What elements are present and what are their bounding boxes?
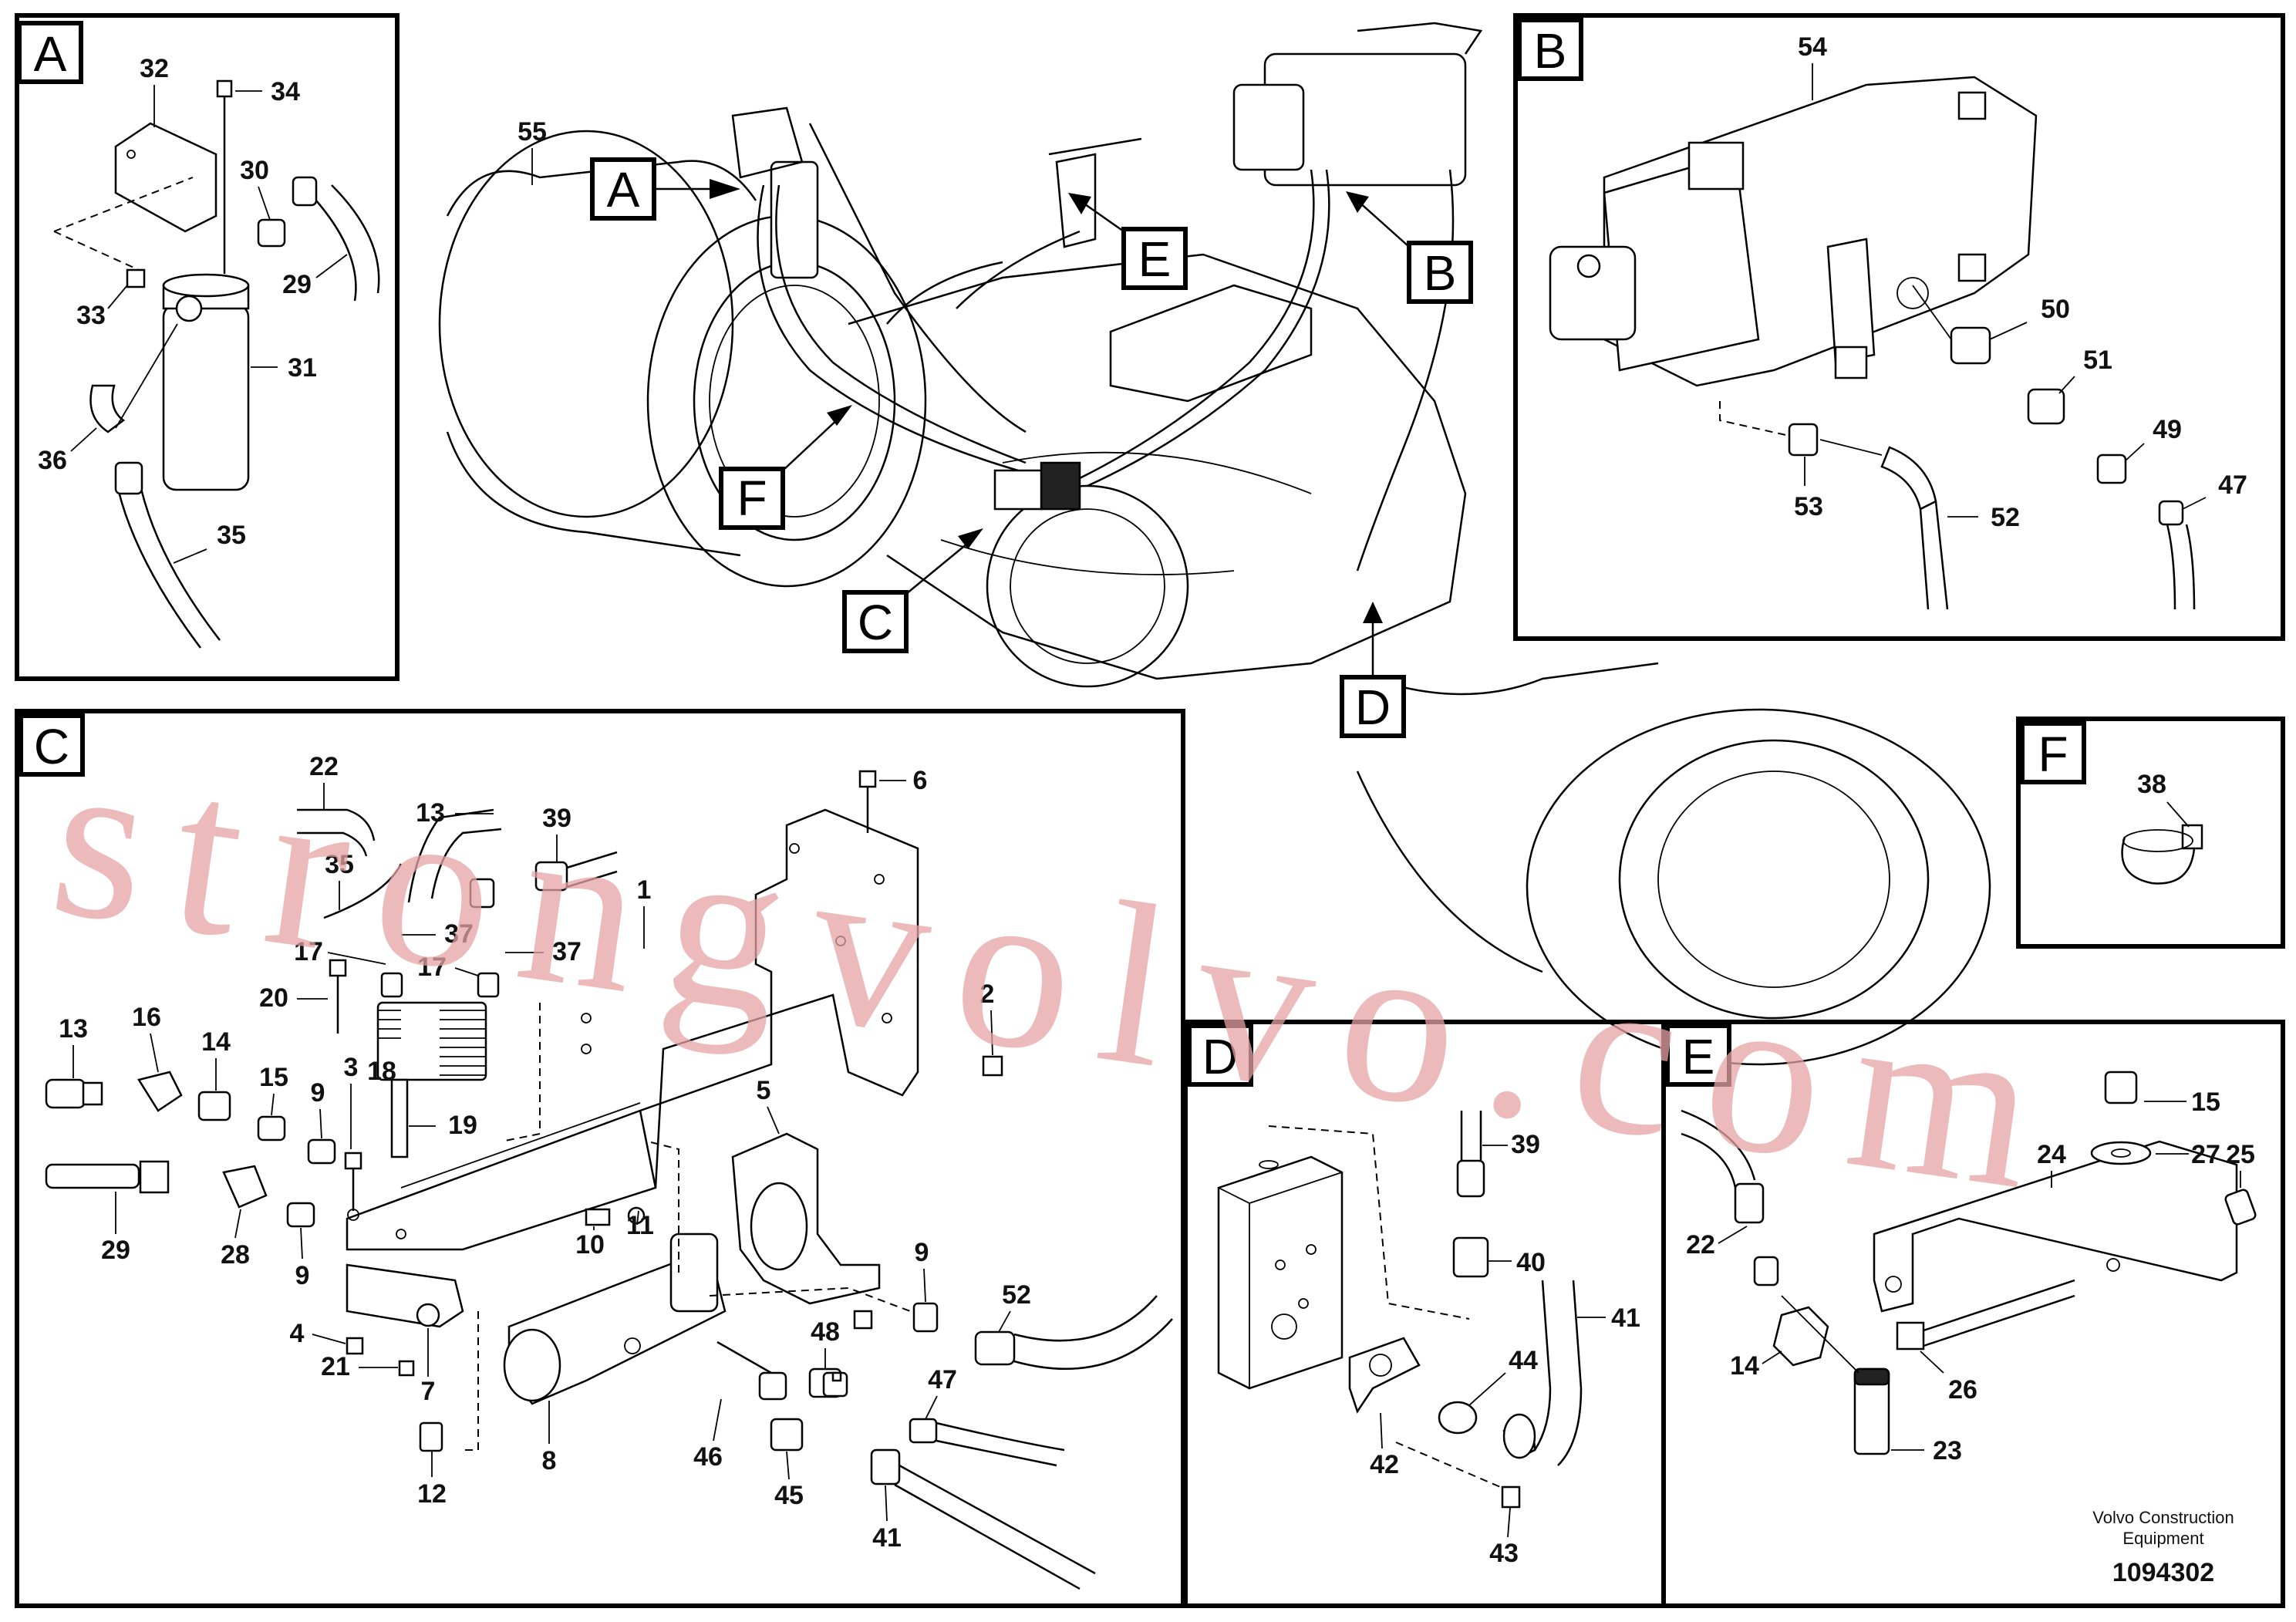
label-20: 20 <box>259 983 288 1013</box>
label-49: 49 <box>2153 415 2182 444</box>
label-32: 32 <box>140 54 169 83</box>
label-13: 13 <box>416 798 445 828</box>
svg-text:F: F <box>2038 727 2068 782</box>
label-40: 40 <box>1516 1248 1546 1277</box>
label-15: 15 <box>2191 1088 2220 1117</box>
label-21: 21 <box>321 1352 350 1381</box>
label-47: 47 <box>928 1365 957 1394</box>
panel-E: E 15 27 24 25 22 14 <box>1661 1020 2285 1608</box>
footer-company-line1: Volvo Construction <box>2092 1508 2234 1527</box>
label-39: 39 <box>542 804 571 833</box>
label-16: 16 <box>132 1003 161 1032</box>
label-4: 4 <box>290 1319 305 1348</box>
svg-text:D: D <box>1202 1029 1238 1084</box>
label-18: 18 <box>367 1057 396 1086</box>
overview-assembly <box>438 22 1991 1066</box>
label-24: 24 <box>2037 1140 2066 1169</box>
callout-A: A <box>590 157 740 221</box>
callout-D: D <box>1340 602 1406 738</box>
label-1: 1 <box>637 875 652 905</box>
label-19: 19 <box>448 1111 477 1140</box>
label-52: 52 <box>1002 1280 1031 1310</box>
label-22: 22 <box>1686 1230 1715 1259</box>
panel-C: C <box>15 709 1185 1608</box>
label-17b: 17 <box>417 953 447 982</box>
label-41: 41 <box>1611 1303 1640 1333</box>
label-45: 45 <box>774 1481 804 1510</box>
svg-text:C: C <box>858 595 893 650</box>
label-15: 15 <box>259 1063 288 1092</box>
label-9: 9 <box>311 1078 325 1108</box>
label-51: 51 <box>2083 346 2112 375</box>
label-13b: 13 <box>59 1014 88 1044</box>
label-2: 2 <box>980 980 995 1009</box>
label-29: 29 <box>101 1236 130 1265</box>
footer-company-line2: Equipment <box>2122 1529 2203 1548</box>
label-55: 55 <box>518 117 547 147</box>
panel-F: F 38 <box>2016 717 2285 949</box>
drawing-number: 1094302 <box>2112 1558 2214 1587</box>
label-41: 41 <box>872 1523 902 1553</box>
label-31: 31 <box>288 353 317 383</box>
label-27: 27 <box>2191 1140 2220 1169</box>
callout-E: E <box>1068 193 1188 290</box>
svg-text:D: D <box>1355 679 1391 735</box>
label-22: 22 <box>309 752 339 781</box>
label-3: 3 <box>344 1053 359 1082</box>
label-7: 7 <box>421 1377 436 1406</box>
label-48: 48 <box>811 1317 840 1347</box>
label-42: 42 <box>1370 1450 1399 1479</box>
callout-F: F <box>719 405 852 530</box>
label-29: 29 <box>282 270 312 299</box>
label-46: 46 <box>693 1442 723 1472</box>
label-54: 54 <box>1798 32 1827 62</box>
svg-text:E: E <box>1138 231 1172 287</box>
label-9b: 9 <box>295 1261 310 1290</box>
svg-text:B: B <box>1424 245 1457 301</box>
label-11: 11 <box>626 1211 654 1240</box>
svg-text:F: F <box>737 470 767 526</box>
label-17: 17 <box>294 937 323 966</box>
panel-A: A 32 34 30 29 <box>15 13 400 681</box>
label-44: 44 <box>1509 1346 1538 1375</box>
label-36: 36 <box>38 446 67 475</box>
label-14: 14 <box>1730 1351 1759 1381</box>
label-43: 43 <box>1489 1539 1519 1568</box>
label-8: 8 <box>542 1446 557 1475</box>
label-35: 35 <box>325 850 354 879</box>
callout-C: C <box>842 528 983 653</box>
label-10: 10 <box>575 1230 605 1259</box>
svg-text:E: E <box>1682 1029 1715 1084</box>
svg-text:A: A <box>34 26 67 82</box>
callout-B: B <box>1346 191 1473 304</box>
label-14: 14 <box>201 1027 231 1057</box>
label-30: 30 <box>240 156 269 185</box>
label-35: 35 <box>217 521 246 550</box>
panel-B: B 54 50 51 49 47 53 <box>1513 13 2285 641</box>
label-28: 28 <box>221 1240 250 1270</box>
label-50: 50 <box>2041 295 2070 324</box>
label-25: 25 <box>2226 1140 2255 1169</box>
label-5: 5 <box>757 1076 771 1105</box>
label-39: 39 <box>1511 1130 1540 1159</box>
label-37b: 37 <box>552 937 582 966</box>
label-33: 33 <box>76 301 106 330</box>
label-53: 53 <box>1794 492 1823 521</box>
label-37: 37 <box>444 919 474 949</box>
label-23: 23 <box>1933 1436 1962 1465</box>
label-38: 38 <box>2137 770 2166 799</box>
label-12: 12 <box>417 1479 447 1509</box>
label-34: 34 <box>271 77 300 106</box>
svg-text:A: A <box>607 162 640 218</box>
label-52: 52 <box>1991 503 2020 532</box>
svg-text:B: B <box>1534 23 1567 79</box>
label-9c: 9 <box>915 1238 929 1267</box>
svg-text:C: C <box>34 719 69 774</box>
label-47: 47 <box>2218 470 2247 500</box>
label-26: 26 <box>1948 1375 1977 1404</box>
label-6: 6 <box>913 766 928 795</box>
